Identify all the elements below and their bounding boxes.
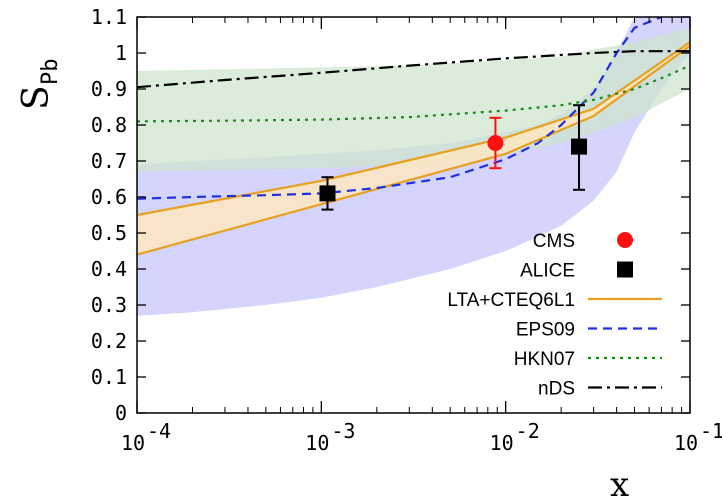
y-tick-label-10: 1: [115, 41, 127, 65]
y-tick-label-9: 0.9: [91, 77, 127, 101]
legend-entry-3: EPS09: [516, 320, 662, 341]
x-tick-label-0: 10: [121, 431, 145, 455]
point-1: [319, 176, 336, 211]
x-tick-exponent-2: -2: [516, 419, 540, 443]
band-1: [137, 27, 690, 172]
legend-label-3: EPS09: [516, 320, 575, 341]
y-tick-label-0: 0: [115, 401, 127, 425]
y-tick-label-7: 0.7: [91, 149, 127, 173]
series-0-line-1: [137, 44, 690, 256]
legend-symbol-0: [617, 232, 633, 248]
y-tick-label-11: 1.1: [91, 5, 127, 29]
y-axis-title-main: S: [16, 85, 57, 110]
y-tick-label-5: 0.5: [91, 221, 127, 245]
y-axis-title-sub: Pb: [38, 59, 63, 86]
series-0-line-0: [137, 41, 690, 217]
legend-label-0: CMS: [533, 231, 575, 252]
x-tick-label-1: 10: [305, 431, 329, 455]
y-tick-label-1: 0.1: [91, 365, 127, 389]
y-tick-label-8: 0.8: [91, 113, 127, 137]
band-2: [137, 42, 690, 255]
y-axis-title: S Pb: [16, 59, 63, 111]
uncertainty-bands: [137, 17, 690, 316]
legend-label-1: ALICE: [520, 261, 575, 282]
model-curves: [137, 17, 690, 256]
legend-label-5: nDS: [538, 379, 575, 400]
legend-entry-2: LTA+CTEQ6L1: [447, 290, 662, 311]
legend-symbol-1: [617, 261, 633, 278]
legend-label-2: LTA+CTEQ6L1: [447, 290, 575, 311]
point-0: [487, 116, 504, 170]
x-tick-label-2: 10: [490, 431, 514, 455]
series-3-line-0: [137, 50, 690, 89]
data-points: [319, 104, 588, 211]
point-1-marker: [319, 185, 336, 202]
legend-entry-4: HKN07: [514, 349, 662, 370]
y-tick-label-4: 0.4: [91, 257, 127, 281]
x-tick-exponent-0: -4: [147, 419, 171, 443]
point-0-marker: [487, 135, 504, 151]
x-tick-exponent-3: -1: [700, 419, 722, 443]
y-tick-label-2: 0.2: [91, 329, 127, 353]
x-axis-title: x: [610, 465, 629, 501]
series-2-line-0: [137, 64, 690, 123]
x-tick-label-3: 10: [674, 431, 698, 455]
legend-entry-1: ALICE: [520, 261, 633, 282]
legend-entry-0: CMS: [533, 231, 633, 252]
y-tick-label-6: 0.6: [91, 185, 127, 209]
y-tick-label-3: 0.3: [91, 293, 127, 317]
legend-entry-5: nDS: [538, 379, 662, 400]
point-2: [571, 104, 588, 191]
plot-frame: [136, 16, 691, 414]
legend-label-4: HKN07: [514, 349, 575, 370]
x-tick-exponent-1: -3: [331, 419, 355, 443]
point-2-marker: [571, 138, 588, 155]
